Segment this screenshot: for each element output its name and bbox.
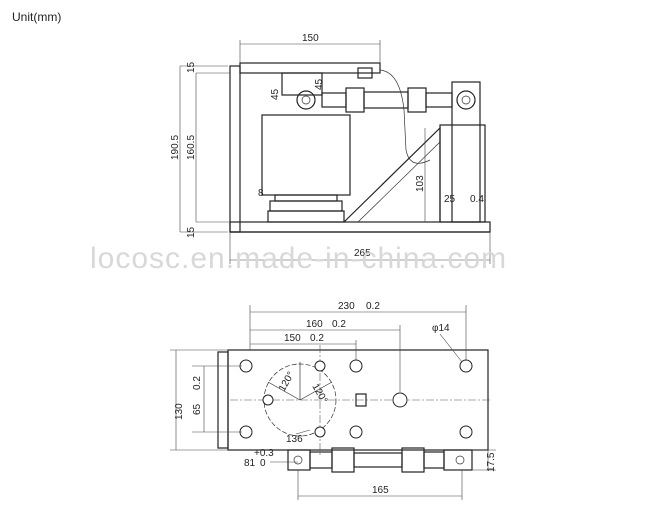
dim-0-4: 0.4 — [470, 194, 484, 205]
right-bracket — [439, 124, 486, 223]
dim-15-top: 15 — [186, 61, 197, 73]
rod-nut-left — [345, 87, 365, 113]
dim-136: 136 — [286, 434, 303, 445]
dim-81: 81 — [244, 458, 256, 469]
dim-150-tol: 0.2 — [310, 333, 324, 344]
dim-190-5: 190.5 — [170, 135, 181, 160]
pin-joint — [456, 90, 476, 110]
tie-rod-top — [353, 452, 403, 468]
hole — [314, 360, 326, 372]
dim-15-bottom: 15 — [186, 226, 197, 238]
dim-25: 25 — [444, 194, 456, 205]
dim-150-top: 150 — [284, 333, 301, 344]
hole — [262, 394, 274, 406]
dim-81-tol-low: 0 — [260, 458, 266, 469]
watermark: locosc.en.made-in-china.com — [90, 242, 507, 275]
upper-block — [281, 72, 323, 96]
support-bracket — [343, 126, 441, 223]
dim-130: 130 — [174, 403, 185, 420]
top-view: 120° 120° 230 0.2 — [170, 301, 497, 500]
dim-150: 150 — [302, 33, 319, 44]
load-cell-body — [261, 114, 351, 196]
load-cell-base — [269, 200, 343, 212]
base-plate — [229, 221, 491, 233]
dim-160-tol: 0.2 — [332, 319, 346, 330]
dim-265: 265 — [354, 248, 371, 259]
hole — [349, 425, 363, 439]
dim-230: 230 — [338, 301, 355, 312]
dim-65: 65 — [192, 403, 203, 415]
dim-17-5: 17.5 — [486, 452, 497, 472]
hole — [349, 359, 363, 373]
hole — [459, 425, 473, 439]
hole — [314, 426, 326, 438]
dim-103: 103 — [415, 175, 426, 192]
dim-45-left: 45 — [270, 88, 281, 100]
dim-160: 160 — [306, 319, 323, 330]
ball-joint — [296, 90, 316, 110]
dim-81-tol-up: +0.3 — [254, 448, 274, 459]
unit-label: Unit(mm) — [12, 10, 62, 24]
dim-65-tol: 0.2 — [192, 376, 203, 390]
side-view: 150 190.5 160.5 15 15 45 45 8 103 25 0.4… — [170, 33, 491, 264]
left-frame-plate — [229, 65, 241, 233]
cable — [379, 69, 431, 164]
hole — [392, 392, 408, 408]
dim-8: 8 — [258, 188, 264, 199]
dim-165: 165 — [372, 485, 389, 496]
mounting-holes — [239, 359, 473, 439]
dim-phi14: φ14 — [432, 323, 450, 334]
angle-120-a: 120° — [277, 370, 297, 393]
dim-45-right: 45 — [314, 78, 325, 90]
rod-nut-right — [407, 87, 427, 113]
dim-230-tol: 0.2 — [366, 301, 380, 312]
dim-160-5: 160.5 — [186, 135, 197, 160]
